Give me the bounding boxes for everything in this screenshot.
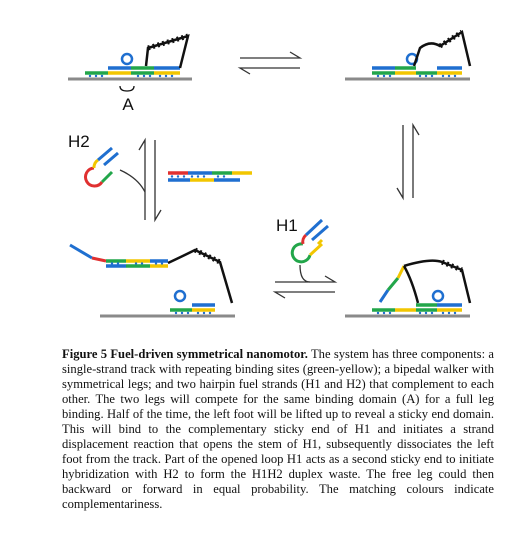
hairpin-h1: H1 (276, 216, 329, 264)
equilibrium-arrow-right (396, 122, 420, 201)
caption-heading: Figure 5 Fuel-driven symmetrical nanomot… (62, 347, 308, 361)
h1-label: H1 (276, 216, 298, 235)
state-3-left-foot-lifted (345, 259, 472, 318)
state-1-walker-both-legs-bound: A (68, 33, 192, 114)
figure-caption: Figure 5 Fuel-driven symmetrical nanomot… (62, 347, 494, 512)
h2-label: H2 (68, 132, 90, 151)
nanomotor-diagram: A (68, 29, 472, 318)
h1h2-duplex-waste (168, 171, 252, 182)
equilibrium-arrow-bottom (272, 264, 338, 299)
hairpin-h2: H2 (68, 132, 119, 188)
caption-body: The system has three components: a singl… (62, 347, 494, 511)
equilibrium-arrow-left (119, 137, 162, 223)
equilibrium-arrow-top (237, 51, 303, 75)
state-4-h1-bound-leg (69, 243, 235, 318)
state-2-walker-shifted (345, 29, 472, 81)
domain-a-label: A (122, 95, 134, 114)
